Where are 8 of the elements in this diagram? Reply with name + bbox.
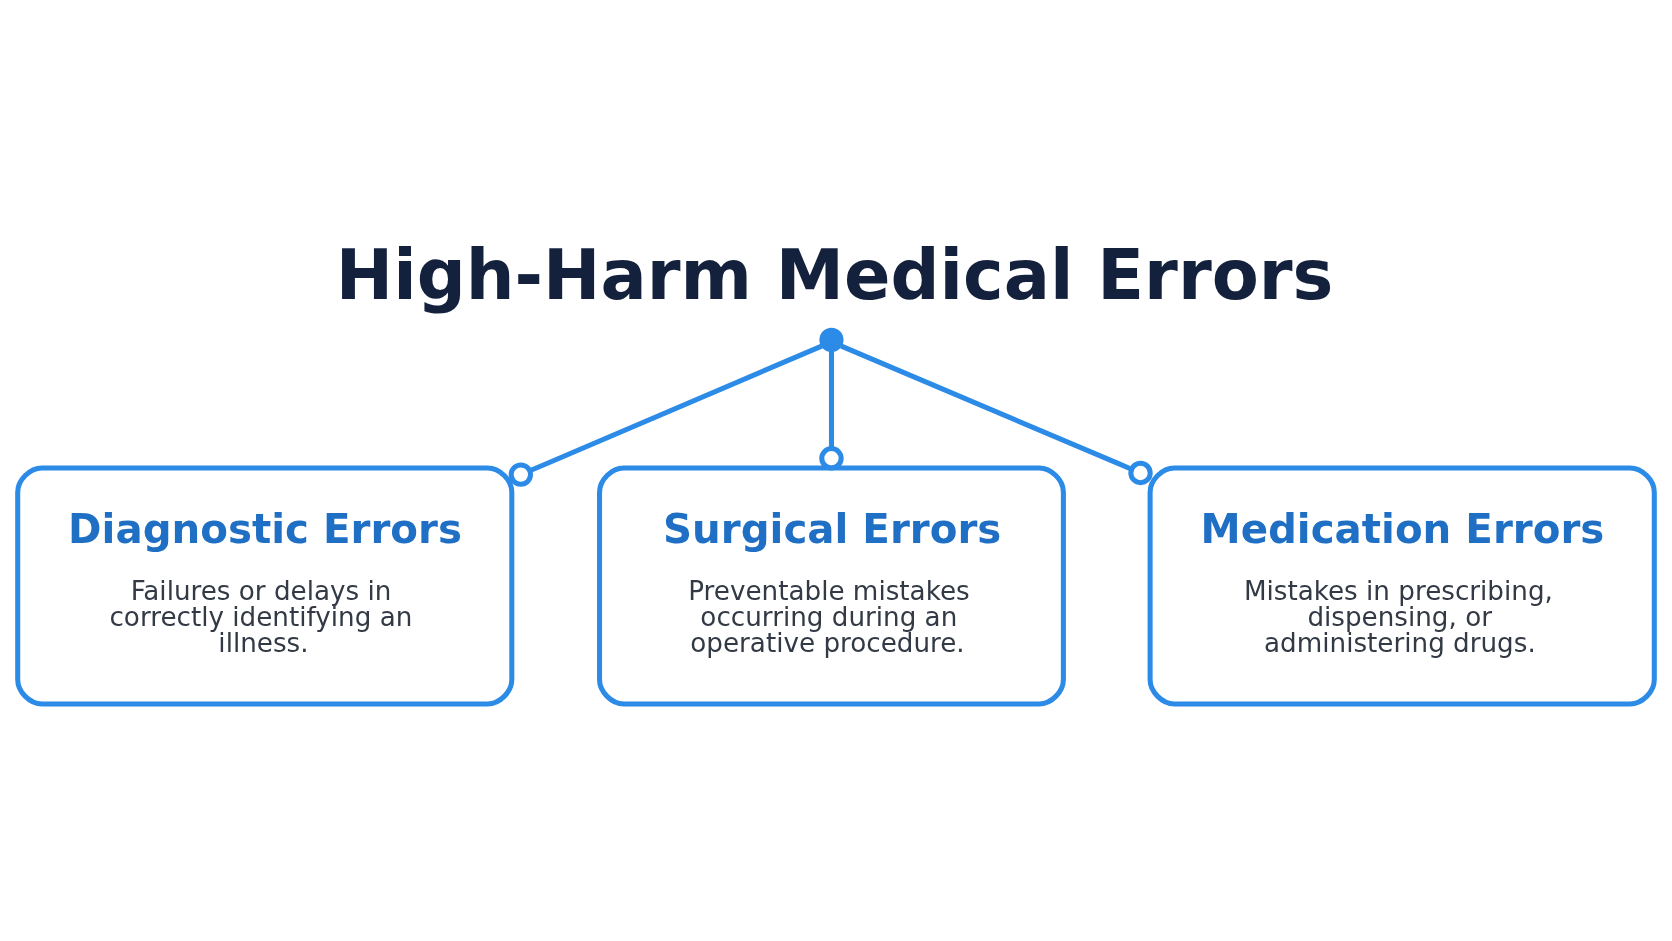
connector [840, 343, 1153, 485]
node-box: Medication Errors Mistakes in prescribing, dispensing, or administering drugs. [1147, 464, 1657, 706]
node-box: Diagnostic Errors Failures or delays in correctly identifying an illness. [15, 464, 515, 706]
node-circle [819, 327, 844, 352]
connector [819, 350, 844, 470]
diagram-title: High-Harm Medical Errors [335, 234, 1334, 315]
node-box: Surgical Errors Preventable mistakes occurring during an operative procedure. [597, 464, 1066, 706]
connector [508, 343, 823, 487]
